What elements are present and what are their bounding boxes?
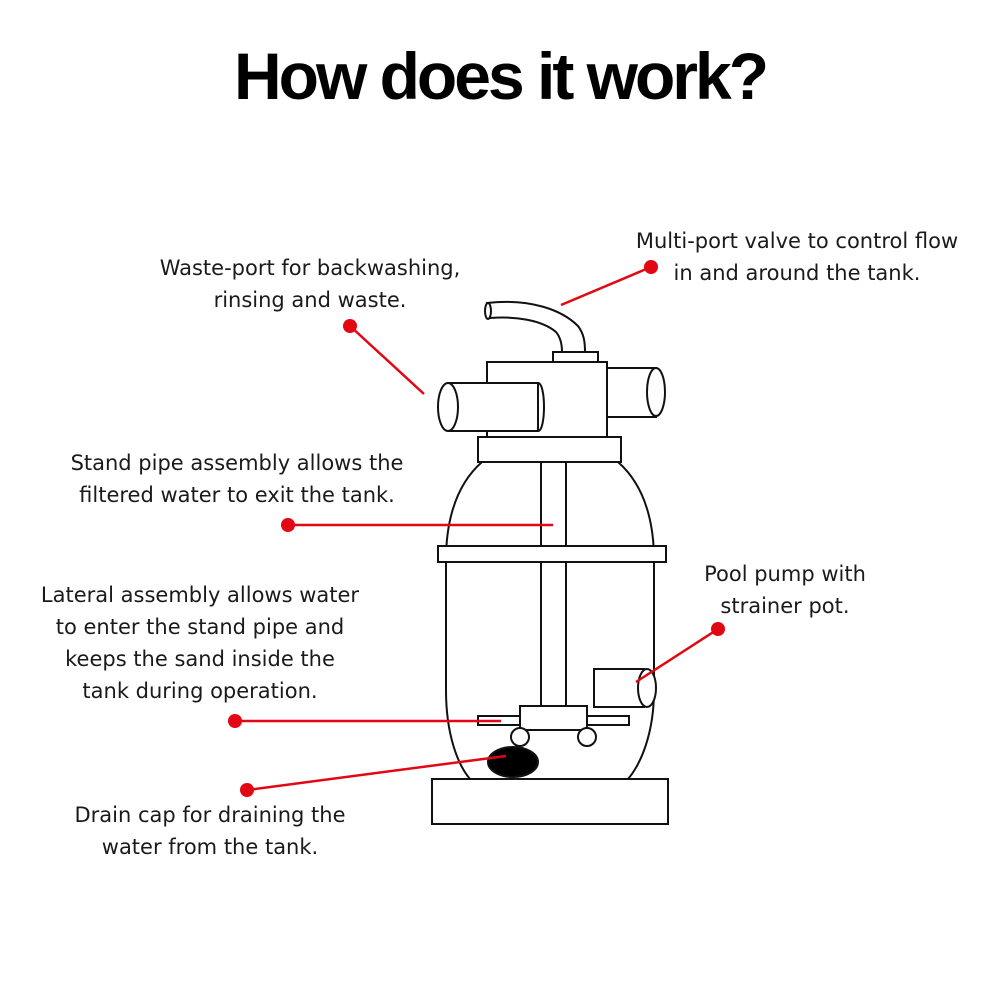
filter-base [431, 778, 669, 825]
wasteport-leader [349, 325, 425, 395]
page-title: How does it work? [233, 39, 769, 113]
tank-band [437, 545, 667, 563]
tank-body [445, 461, 655, 780]
standpipe-dot [281, 518, 295, 532]
wasteport-dot [343, 319, 357, 333]
wasteport-label: Waste-port for backwashing, rinsing and … [159, 256, 461, 312]
multiport-leader [560, 265, 652, 307]
tank-collar [477, 436, 622, 463]
lateral-label: Lateral assembly allows water to enter t… [40, 583, 360, 703]
valve-top [552, 351, 599, 363]
multiport-dot [644, 260, 658, 274]
lateral-arm-right [586, 715, 630, 726]
valve-handle-pipe [485, 300, 587, 353]
lateral-ball-left [510, 727, 530, 747]
pump-leader [635, 627, 719, 684]
drain-label: Drain cap for draining the water from th… [74, 803, 346, 859]
multiport-label: Multi-port valve to control flow in and … [635, 229, 959, 285]
standpipe-label: Stand pipe assembly allows the filtered … [70, 451, 404, 507]
waste-port-pipe [448, 382, 539, 432]
lateral-ball-right [577, 727, 597, 747]
drain-dot [240, 783, 254, 797]
pump-label: Pool pump with strainer pot. [704, 562, 866, 618]
pump-inlet [593, 668, 645, 708]
drain-cap [487, 746, 539, 778]
lateral-dot [228, 714, 242, 728]
pump-dot [711, 622, 725, 636]
lateral-hub [519, 705, 588, 731]
drain-leader [246, 754, 507, 792]
